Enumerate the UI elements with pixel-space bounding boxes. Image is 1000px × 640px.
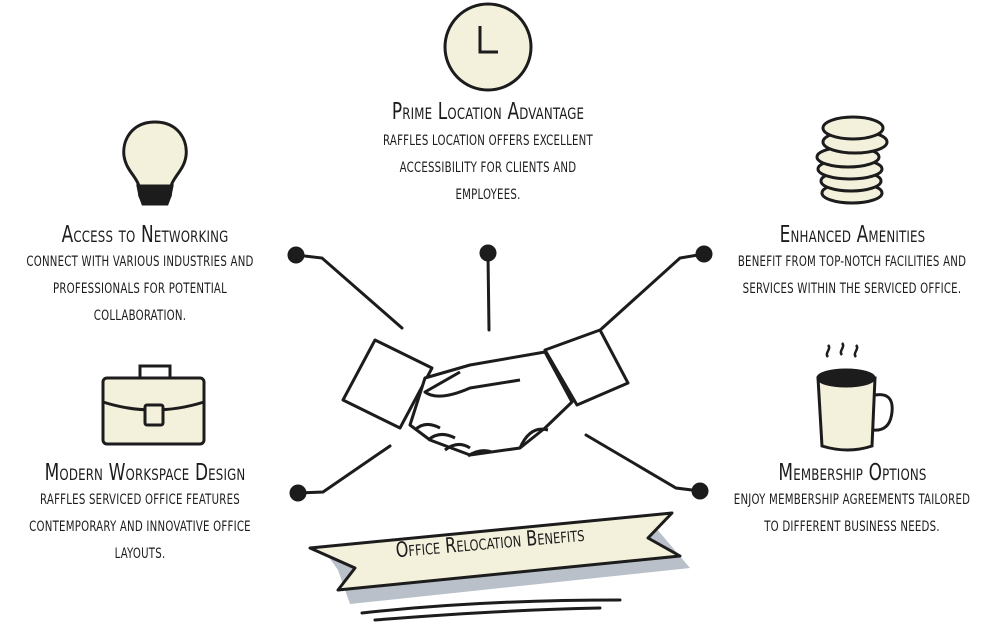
handshake-icon: [341, 328, 630, 458]
benefit-description: Benefit from top-notch facilities and se…: [737, 254, 967, 297]
title-banner: [308, 511, 690, 622]
benefit-title: Enhanced Amenities: [779, 222, 926, 248]
benefit-location: Prime Location Advantage Raffles locatio…: [328, 98, 648, 209]
connector-amenities: [596, 245, 713, 334]
benefit-workspace: Modern Workspace Design Raffles serviced…: [0, 459, 290, 568]
coffee-mug-icon: [816, 342, 894, 452]
lightbulb-icon: [122, 120, 188, 206]
benefit-description: Connect with various industries and prof…: [26, 254, 254, 324]
connector-networking: [287, 246, 404, 330]
benefit-title: Access to Networking: [61, 222, 229, 248]
benefit-description: Enjoy membership agreements tailored to …: [733, 492, 971, 535]
benefit-amenities: Enhanced Amenities Benefit from top-notc…: [705, 221, 1000, 303]
briefcase-icon: [101, 364, 206, 446]
benefit-title: Prime Location Advantage: [391, 99, 585, 125]
benefit-membership: Membership Options Enjoy membership agre…: [705, 459, 1000, 541]
clock-icon: [443, 2, 533, 92]
coins-icon: [815, 115, 889, 205]
connector-membership: [584, 433, 709, 500]
connector-workspace: [289, 444, 392, 502]
connector-location: [479, 244, 497, 332]
benefit-networking: Access to Networking Connect with variou…: [0, 221, 290, 330]
benefit-description: Raffles serviced office features contemp…: [29, 492, 251, 562]
benefit-title: Membership Options: [778, 460, 927, 486]
connector-lines: [287, 244, 713, 502]
benefit-title: Modern Workspace Design: [44, 460, 246, 486]
benefit-description: Raffles location offers excellent access…: [383, 133, 593, 203]
